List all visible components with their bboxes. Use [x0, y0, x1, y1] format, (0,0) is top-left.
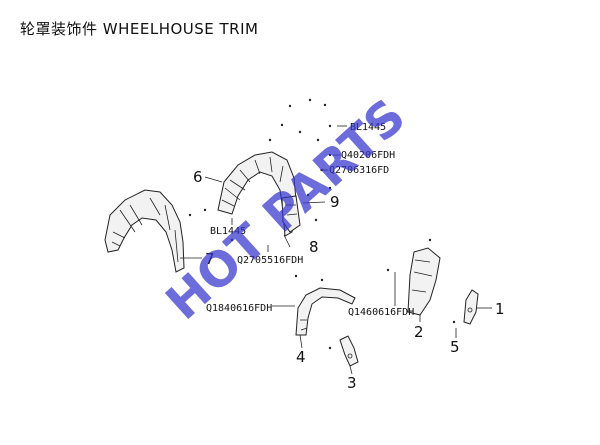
code-q2706316fd: Q2706316FD — [329, 165, 389, 176]
part-6-wheelhouse-liner[interactable] — [217, 151, 297, 237]
part-7-wheelhouse-liner[interactable] — [104, 189, 185, 273]
callout-9: 9 — [330, 193, 340, 211]
code-bl1445-top: BL1445 — [350, 122, 386, 133]
code-q2705516fdh: Q2705516FDH — [237, 255, 303, 266]
callout-2: 2 — [414, 323, 424, 341]
callout-3: 3 — [347, 374, 357, 392]
code-q1840616fdh: Q1840616FDH — [206, 303, 272, 314]
callout-7: 7 — [205, 250, 215, 268]
callout-6: 6 — [193, 168, 203, 186]
callout-4: 4 — [296, 348, 306, 366]
page-title: 轮罩装饰件 WHEELHOUSE TRIM — [20, 20, 259, 38]
hot-parts-watermark: HOT PARTS — [156, 88, 417, 331]
fastener-dots — [188, 98, 456, 350]
code-q40206fdh: Q40206FDH — [341, 150, 395, 161]
part-2-side-panel[interactable] — [407, 247, 441, 316]
code-q1460616fdh: Q1460616FDH — [348, 307, 414, 318]
part-3-bracket[interactable] — [339, 335, 359, 367]
part-4-curved-trim[interactable] — [295, 287, 356, 336]
part-9-bracket[interactable] — [281, 195, 301, 233]
code-bl1445-left: BL1445 — [210, 226, 246, 237]
callout-8: 8 — [309, 238, 319, 256]
callout-1: 1 — [495, 300, 505, 318]
leader-lines — [180, 125, 492, 375]
part-1-clip-bracket[interactable] — [463, 289, 479, 325]
callout-5: 5 — [450, 338, 460, 356]
